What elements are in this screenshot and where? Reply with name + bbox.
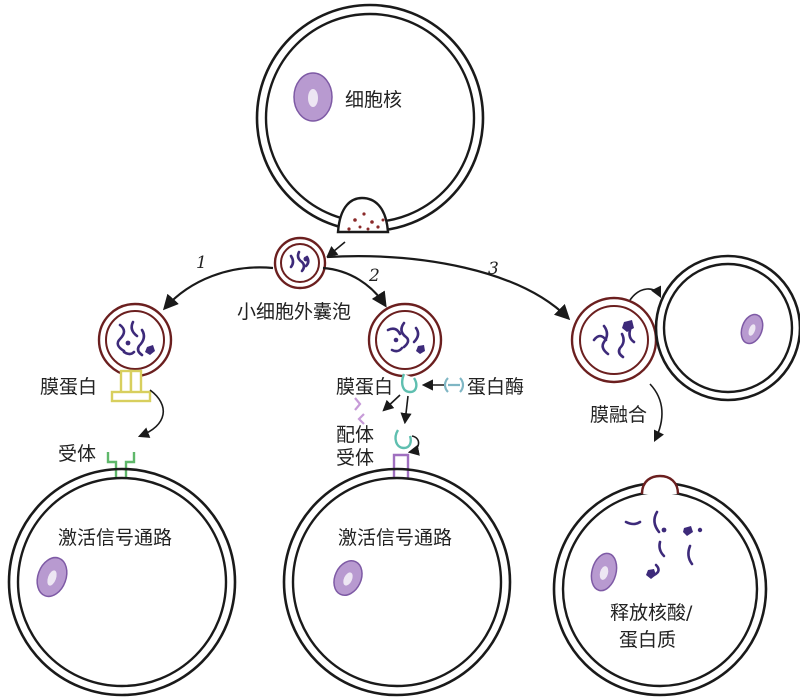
label-membrane-fusion: 膜融合	[590, 404, 647, 426]
label-receptor-1: 受体	[58, 443, 96, 465]
fusion-arrow	[649, 383, 665, 443]
protease	[443, 377, 465, 393]
label-membrane-protein-1: 膜蛋白	[40, 376, 97, 398]
route-1-arrow	[162, 266, 274, 311]
approach-arrow	[629, 285, 662, 301]
label-nucleus: 细胞核	[345, 89, 402, 111]
recipient-nucleus-3	[590, 552, 618, 592]
route-2-number: 2	[368, 266, 380, 286]
label-small-ev: 小细胞外囊泡	[237, 301, 351, 323]
route-3-arrow	[326, 255, 571, 321]
ligand-on-vesicle	[401, 373, 418, 394]
binding-arrow-1	[137, 389, 165, 438]
small-extracellular-vesicle	[273, 236, 327, 290]
label-membrane-protein-2: 膜蛋白	[336, 376, 393, 398]
route-3-vesicle	[570, 296, 658, 384]
cleavage-arrow-down	[400, 395, 412, 425]
recipient-nucleus-1	[36, 556, 68, 598]
label-activate-pathway-2: 激活信号通路	[338, 527, 452, 549]
release-arrow	[326, 241, 346, 258]
target-nucleus-3	[740, 313, 764, 345]
label-ligand: 配体	[336, 424, 374, 446]
route-1-number: 1	[196, 253, 207, 273]
released-cargo	[624, 510, 703, 579]
cleaved-fragments	[354, 397, 365, 425]
budding-cargo-dots	[347, 212, 385, 231]
recipient-nucleus-2	[333, 560, 363, 596]
released-ligand	[394, 429, 412, 450]
label-release-line1: 释放核酸/	[610, 602, 693, 624]
route-1-vesicle	[97, 302, 173, 378]
label-protease: 蛋白酶	[467, 376, 524, 398]
membrane-protein-1	[110, 369, 152, 403]
label-activate-pathway-1: 激活信号通路	[58, 527, 172, 549]
donor-cell	[255, 3, 485, 234]
route-3-number: 3	[488, 259, 499, 279]
recipient-cell-1	[7, 467, 237, 697]
recipient-cell-3	[552, 474, 768, 697]
label-release-line2: 蛋白质	[619, 629, 676, 651]
cleavage-arrow-left	[382, 394, 401, 412]
route-2-vesicle	[367, 302, 443, 378]
donor-nucleus	[293, 72, 333, 122]
target-cell-3	[654, 254, 800, 402]
ligand-binding-arrow	[407, 435, 420, 456]
route-2-arrow	[322, 266, 387, 308]
label-receptor-2: 受体	[336, 447, 374, 469]
recipient-cell-2	[282, 467, 512, 697]
